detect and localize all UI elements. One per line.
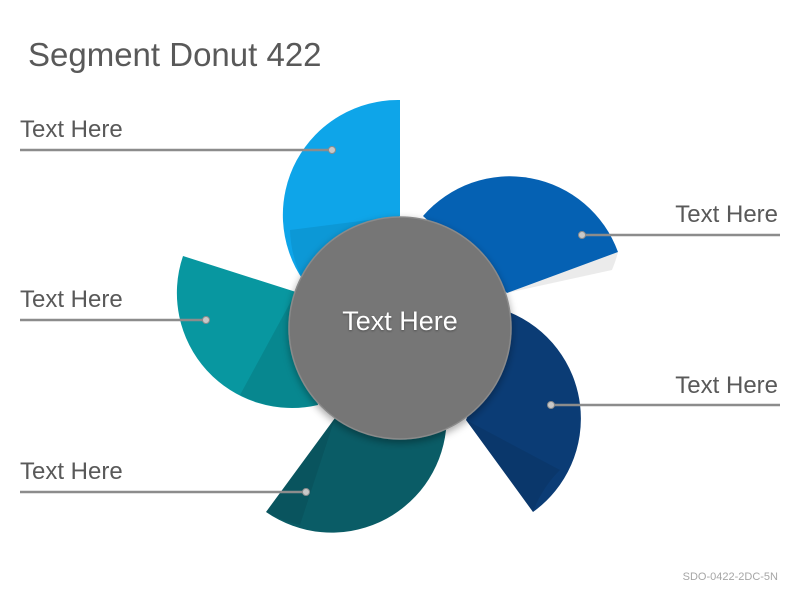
center-disc <box>288 216 512 440</box>
center-label: Text Here <box>342 306 458 336</box>
segment-4[interactable] <box>266 418 446 533</box>
leader-line-5 <box>20 316 210 324</box>
segment-2[interactable] <box>423 176 618 293</box>
footer-code: SDO-0422-2DC-5N <box>682 571 778 583</box>
leader-line-1 <box>20 146 336 154</box>
segment-4-label: Text Here <box>20 458 123 485</box>
segment-2-label: Text Here <box>675 201 778 228</box>
leader-line-3 <box>547 401 780 409</box>
page-title: Segment Donut 422 <box>28 36 322 73</box>
segment-1-label: Text Here <box>20 116 123 143</box>
segment-5-label: Text Here <box>20 286 123 313</box>
segment-3-label: Text Here <box>675 372 778 399</box>
leader-line-2 <box>578 231 780 239</box>
leader-line-4 <box>20 488 310 496</box>
